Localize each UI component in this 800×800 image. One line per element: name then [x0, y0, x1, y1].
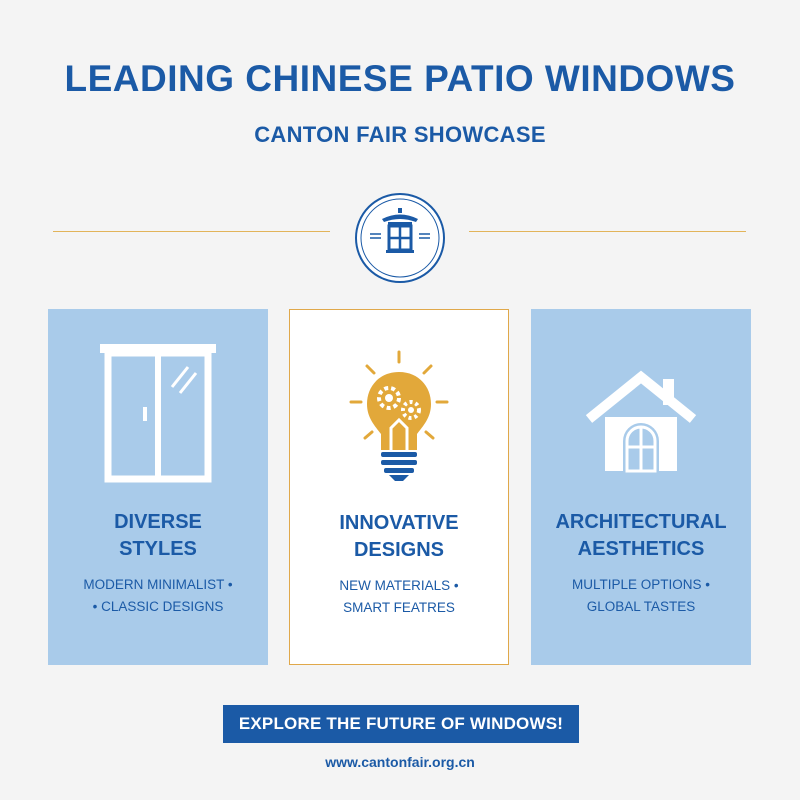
explore-button[interactable]: EXPLORE THE FUTURE OF WINDOWS!	[223, 705, 579, 743]
sliding-window-icon	[48, 339, 268, 499]
card-diverse-styles: DIVERSE STYLES MODERN MINIMALIST • • CLA…	[48, 309, 268, 665]
card-heading: INNOVATIVE DESIGNS	[339, 512, 459, 561]
page-subtitle: CANTON FAIR SHOWCASE	[254, 122, 546, 147]
house-arched-window-icon	[531, 339, 751, 499]
pagoda-window-icon	[354, 192, 446, 284]
website-link[interactable]: www.cantonfair.org.cn	[325, 754, 475, 770]
divider-right	[469, 231, 746, 232]
card-heading: DIVERSE STYLES	[114, 511, 202, 560]
page-title: LEADING CHINESE PATIO WINDOWS	[64, 58, 736, 99]
card-description: MULTIPLE OPTIONS • GLOBAL TASTES	[572, 577, 710, 614]
divider-left	[53, 231, 330, 232]
lightbulb-gears-icon	[290, 340, 508, 500]
card-innovative-designs: INNOVATIVE DESIGNS NEW MATERIALS • SMART…	[289, 309, 509, 665]
card-description: MODERN MINIMALIST • • CLASSIC DESIGNS	[83, 577, 233, 614]
card-description: NEW MATERIALS • SMART FEATRES	[339, 578, 459, 615]
card-architectural-aesthetics: ARCHITECTURAL AESTHETICS MULTIPLE OPTION…	[531, 309, 751, 665]
card-heading: ARCHITECTURAL AESTHETICS	[555, 511, 727, 560]
